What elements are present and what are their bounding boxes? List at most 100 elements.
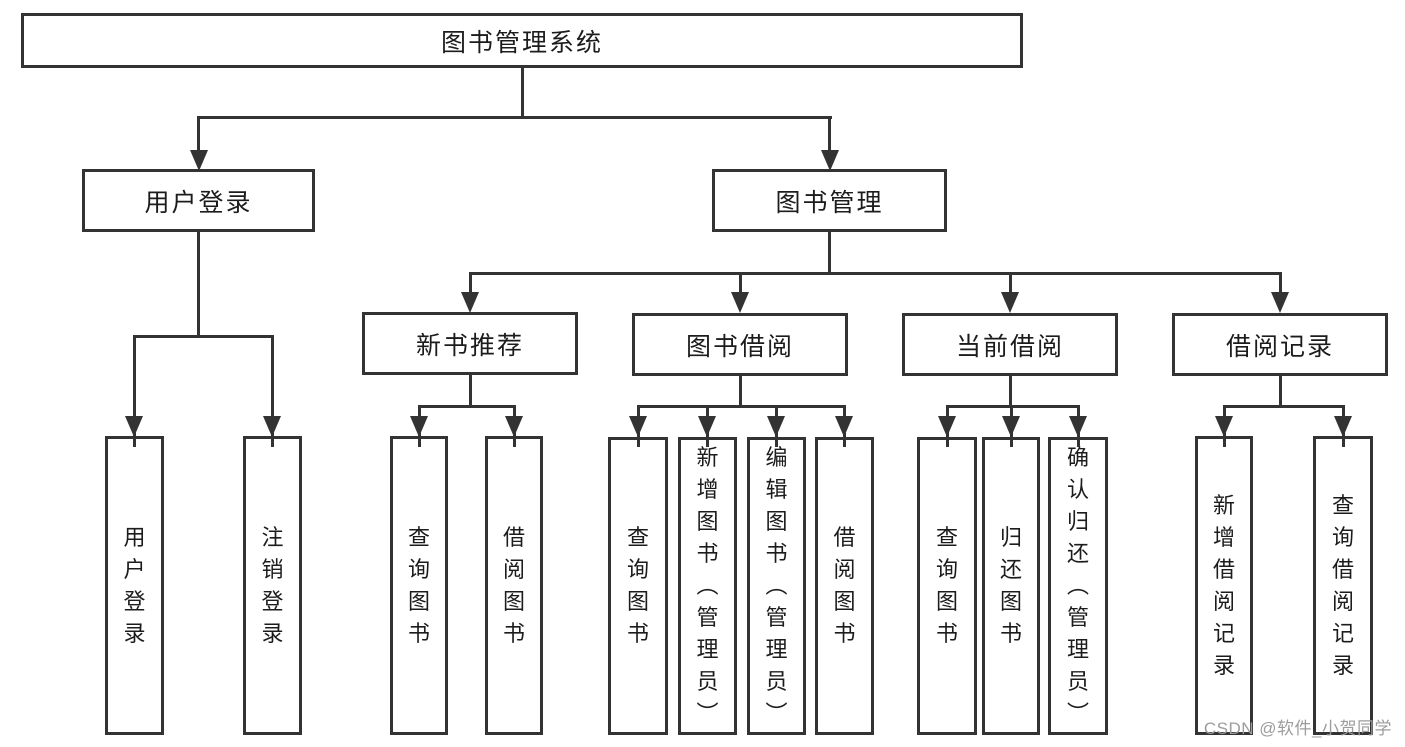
leaf-label: 编辑图书︵管理员︶: [750, 440, 803, 732]
leaf-label: 查询图书: [393, 439, 445, 732]
leaf-query-borrow-record: 查询借阅记录: [1313, 436, 1373, 735]
leaf-borrow-books-recommend: 借阅图书: [485, 436, 543, 735]
vertical-char: 户: [123, 556, 146, 582]
connector-line: [828, 232, 831, 275]
connector-line: [132, 335, 274, 338]
node-user-login: 用户登录: [82, 169, 315, 232]
arrowhead-icon: [820, 150, 839, 171]
node-label: 图书管理系统: [440, 28, 603, 57]
connector-line: [738, 272, 742, 296]
vertical-char: 书: [626, 621, 649, 646]
vertical-char: ︵: [765, 573, 788, 598]
vertical-char: 归: [999, 525, 1022, 550]
leaf-query-books-borrow: 查询图书: [608, 437, 668, 735]
connector-line: [270, 335, 274, 447]
vertical-char: 图: [626, 589, 649, 614]
vertical-char: 新: [1212, 492, 1235, 518]
vertical-char: 理: [696, 637, 719, 662]
leaf-borrow-books: 借阅图书: [815, 437, 874, 735]
connector-line: [197, 116, 200, 152]
vertical-char: 借: [1331, 556, 1354, 582]
vertical-char: ︵: [1066, 573, 1089, 598]
vertical-char: 销: [261, 556, 284, 582]
vertical-char: 借: [502, 524, 525, 550]
vertical-char: 图: [696, 509, 719, 534]
arrowhead-icon: [1069, 416, 1087, 437]
arrowhead-icon: [731, 292, 749, 313]
vertical-char: 图: [765, 509, 788, 534]
leaf-return-book: 归还图书: [982, 437, 1040, 735]
connector-line: [828, 116, 831, 152]
leaf-add-book-admin: 新增图书︵管理员︶: [678, 437, 737, 735]
vertical-char: 编: [765, 445, 788, 470]
arrowhead-icon: [698, 416, 716, 437]
vertical-char: 管: [696, 605, 719, 630]
leaf-edit-book-admin: 编辑图书︵管理员︶: [747, 437, 806, 735]
vertical-char: 阅: [502, 556, 525, 582]
node-label: 用户登录: [144, 188, 253, 217]
connector-line: [197, 232, 200, 338]
leaf-label: 查询图书: [611, 440, 665, 732]
vertical-char: 图: [833, 589, 856, 614]
node-label: 借阅记录: [1225, 332, 1334, 361]
vertical-char: 查: [407, 524, 430, 550]
vertical-char: 增: [696, 477, 719, 502]
connector-line: [468, 375, 472, 408]
leaf-query-books-recommend: 查询图书: [390, 436, 448, 735]
leaf-label: 查询借阅记录: [1316, 439, 1370, 732]
vertical-char: 员: [765, 669, 788, 694]
arrowhead-icon: [767, 416, 785, 437]
leaf-label: 注销登录: [246, 439, 299, 732]
vertical-char: 辑: [765, 477, 788, 502]
vertical-char: 图: [999, 589, 1022, 614]
arrowhead-icon: [263, 416, 281, 437]
vertical-char: 记: [1212, 620, 1235, 646]
vertical-char: 查: [1331, 492, 1354, 518]
connector-line: [1222, 405, 1345, 408]
vertical-char: 归: [1066, 509, 1089, 534]
leaf-label: 借阅图书: [818, 440, 871, 732]
arrowhead-icon: [1215, 416, 1233, 437]
vertical-char: 员: [1066, 669, 1089, 694]
connector-line: [468, 272, 1282, 275]
vertical-char: 阅: [833, 557, 856, 582]
arrowhead-icon: [505, 416, 523, 437]
arrowhead-icon: [461, 292, 479, 313]
connector-line: [636, 405, 846, 408]
vertical-char: 还: [1066, 541, 1089, 566]
arrowhead-icon: [410, 416, 428, 437]
vertical-char: 理: [765, 637, 788, 662]
arrowhead-icon: [1271, 292, 1289, 313]
leaf-label: 新增借阅记录: [1198, 439, 1250, 732]
vertical-char: 图: [935, 589, 958, 614]
arrowhead-icon: [1334, 416, 1352, 437]
vertical-char: 书: [407, 620, 430, 646]
node-new-book-recommend: 新书推荐: [362, 312, 578, 375]
vertical-char: 图: [407, 588, 430, 614]
node-label: 图书管理: [775, 188, 884, 217]
vertical-char: 查: [626, 525, 649, 550]
vertical-char: 询: [935, 557, 958, 582]
vertical-char: 注: [261, 524, 284, 550]
vertical-char: 询: [626, 557, 649, 582]
connector-line: [196, 116, 832, 119]
vertical-char: 员: [696, 669, 719, 694]
vertical-char: 新: [696, 445, 719, 470]
vertical-char: 登: [123, 588, 146, 614]
connector-line: [468, 272, 472, 296]
vertical-char: 录: [1331, 652, 1354, 678]
arrowhead-icon: [835, 416, 853, 437]
leaf-label: 确认归还︵管理员︶: [1051, 440, 1105, 732]
vertical-char: 确: [1066, 445, 1089, 470]
connector-line: [1008, 376, 1012, 408]
vertical-char: ︵: [696, 573, 719, 598]
node-system-root: 图书管理系统: [21, 13, 1023, 68]
connector-line: [738, 376, 742, 408]
vertical-char: 录: [123, 620, 146, 646]
node-book-management: 图书管理: [712, 169, 947, 232]
vertical-char: 理: [1066, 637, 1089, 662]
connector-line: [417, 405, 516, 408]
vertical-char: 借: [1212, 556, 1235, 582]
vertical-char: 管: [765, 605, 788, 630]
arrowhead-icon: [629, 416, 647, 437]
